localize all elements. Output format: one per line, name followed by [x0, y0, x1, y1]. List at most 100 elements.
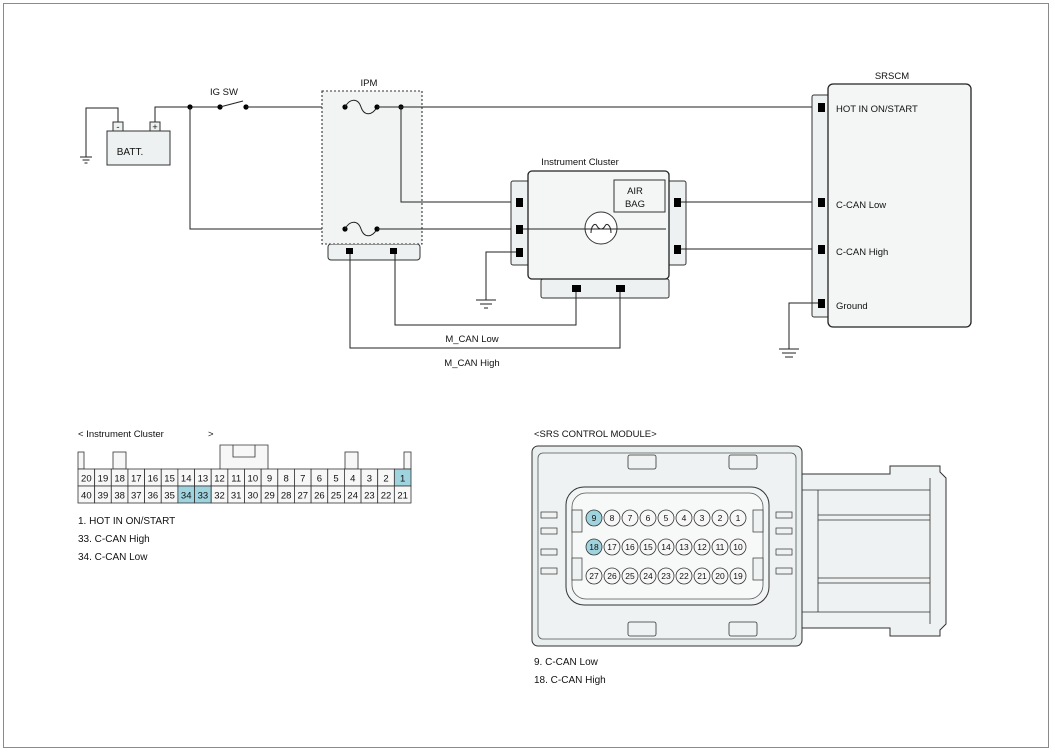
battery: - + BATT. [106, 121, 171, 166]
srs-pin-number: 7 [628, 513, 633, 523]
srs-pin-number: 11 [716, 542, 725, 552]
srs-pin-number: 3 [700, 513, 705, 523]
cluster-pin-number: 4 [350, 474, 355, 485]
battery-negative-label: - [116, 122, 119, 133]
diagram-frame [3, 3, 1049, 748]
srs-pin-number: 26 [607, 571, 617, 581]
ipm-box: IPM [321, 78, 423, 261]
srs-pin-circle [675, 538, 693, 556]
cluster-pin-number: 7 [300, 474, 305, 485]
cluster-pin-number: 9 [267, 474, 272, 485]
cluster-pin-number: 28 [281, 491, 292, 502]
srs-pin-circle [621, 567, 639, 585]
battery-positive-label: + [152, 122, 158, 133]
cluster-pin-number: 29 [264, 491, 275, 502]
cluster-pin-number: 14 [181, 474, 192, 485]
srs-pin-number: 22 [679, 571, 689, 581]
srs-pin-number: 12 [697, 542, 707, 552]
srs-pin-circle [711, 567, 729, 585]
srs-pin-circle [603, 538, 621, 556]
srscm-pin-ground: Ground [836, 301, 868, 312]
cluster-note-34: 34. C-CAN Low [78, 552, 148, 563]
cluster-pin-number: 22 [381, 491, 392, 502]
cluster-pin-number: 25 [331, 491, 342, 502]
srs-pin-circle [657, 509, 675, 527]
cluster-pin-number: 20 [81, 474, 92, 485]
cluster-pin-number: 35 [164, 491, 175, 502]
srs-pin-number: 9 [592, 513, 597, 523]
cluster-label: Instrument Cluster [541, 157, 619, 168]
srs-pin-circle [657, 538, 675, 556]
srs-pin-number: 25 [625, 571, 635, 581]
srs-pin-number: 4 [682, 513, 687, 523]
cluster-connector-title: < Instrument Cluster [78, 429, 164, 440]
mcan-high-label: M_CAN High [444, 358, 499, 369]
srs-pin-circle [603, 567, 621, 585]
srs-pin-circle [729, 567, 747, 585]
cluster-pin-number: 10 [248, 474, 259, 485]
cluster-pin-number: 26 [314, 491, 325, 502]
instrument-cluster-box: Instrument Cluster AIR BAG [510, 157, 687, 299]
cluster-pin-number: 40 [81, 491, 92, 502]
ground-symbol-battery [80, 156, 92, 164]
srs-pin-number: 13 [679, 542, 689, 552]
cluster-pin-number: 21 [397, 491, 408, 502]
srscm-pin-ccan-high: C-CAN High [836, 247, 888, 258]
srs-connector-title: <SRS CONTROL MODULE> [534, 429, 657, 440]
cluster-pin-number: 38 [114, 491, 125, 502]
srscm-box: SRSCM HOT IN ON/START C-CAN Low C-CAN Hi… [811, 71, 972, 328]
srs-pin-number: 16 [625, 542, 635, 552]
srs-pin-circle [585, 567, 603, 585]
srs-pin-circle [639, 567, 657, 585]
srs-pin-circle [585, 538, 603, 556]
cluster-pin-number: 30 [248, 491, 259, 502]
srs-pin-number: 5 [664, 513, 669, 523]
srs-pin-circle [621, 509, 639, 527]
srs-pin-number: 24 [643, 571, 653, 581]
srs-pin-number: 23 [661, 571, 671, 581]
srs-pin-circle [585, 509, 603, 527]
srs-pin-circle [729, 509, 747, 527]
srs-pin-number: 1 [736, 513, 741, 523]
cluster-pin-number: 37 [131, 491, 142, 502]
cluster-connector-title-close: > [208, 429, 214, 440]
cluster-pin-number: 13 [198, 474, 209, 485]
ig-sw-label: IG SW [210, 87, 238, 98]
cluster-pin-number: 39 [98, 491, 109, 502]
cluster-pin-number: 2 [383, 474, 388, 485]
srs-pin-number: 18 [589, 542, 599, 552]
cluster-pin-number: 32 [214, 491, 225, 502]
ground-symbol-cluster [476, 299, 496, 309]
ground-symbol-srscm [779, 348, 799, 358]
cluster-pin-number: 6 [317, 474, 322, 485]
srs-pin-circle [639, 509, 657, 527]
srs-pin-number: 14 [661, 542, 671, 552]
cluster-pin-number: 16 [148, 474, 159, 485]
cluster-pin-number: 23 [364, 491, 375, 502]
srs-pin-circle [657, 567, 675, 585]
srs-pin-number: 19 [733, 571, 743, 581]
cluster-note-1: 1. HOT IN ON/START [78, 516, 176, 527]
cluster-pin-number: 5 [333, 474, 338, 485]
srs-pin-circle [693, 538, 711, 556]
cluster-pin-cell [393, 485, 412, 504]
srs-pin-circle [693, 567, 711, 585]
srs-pin-circle [693, 509, 711, 527]
srs-pin-circle [621, 538, 639, 556]
cluster-pin-number: 17 [131, 474, 142, 485]
cluster-pin-number: 24 [347, 491, 358, 502]
srs-pin-number: 10 [733, 542, 743, 552]
srscm-label: SRSCM [875, 71, 909, 82]
cluster-pin-number: 19 [98, 474, 109, 485]
airbag-label-line2: BAG [625, 199, 645, 210]
cluster-pin-number: 34 [181, 491, 192, 502]
srs-pin-number: 8 [610, 513, 615, 523]
srs-pin-number: 17 [607, 542, 617, 552]
srs-pin-circle [711, 538, 729, 556]
airbag-label-line1: AIR [627, 186, 643, 197]
srscm-pin-hot-in: HOT IN ON/START [836, 104, 918, 115]
cluster-pin-number: 11 [231, 474, 241, 485]
